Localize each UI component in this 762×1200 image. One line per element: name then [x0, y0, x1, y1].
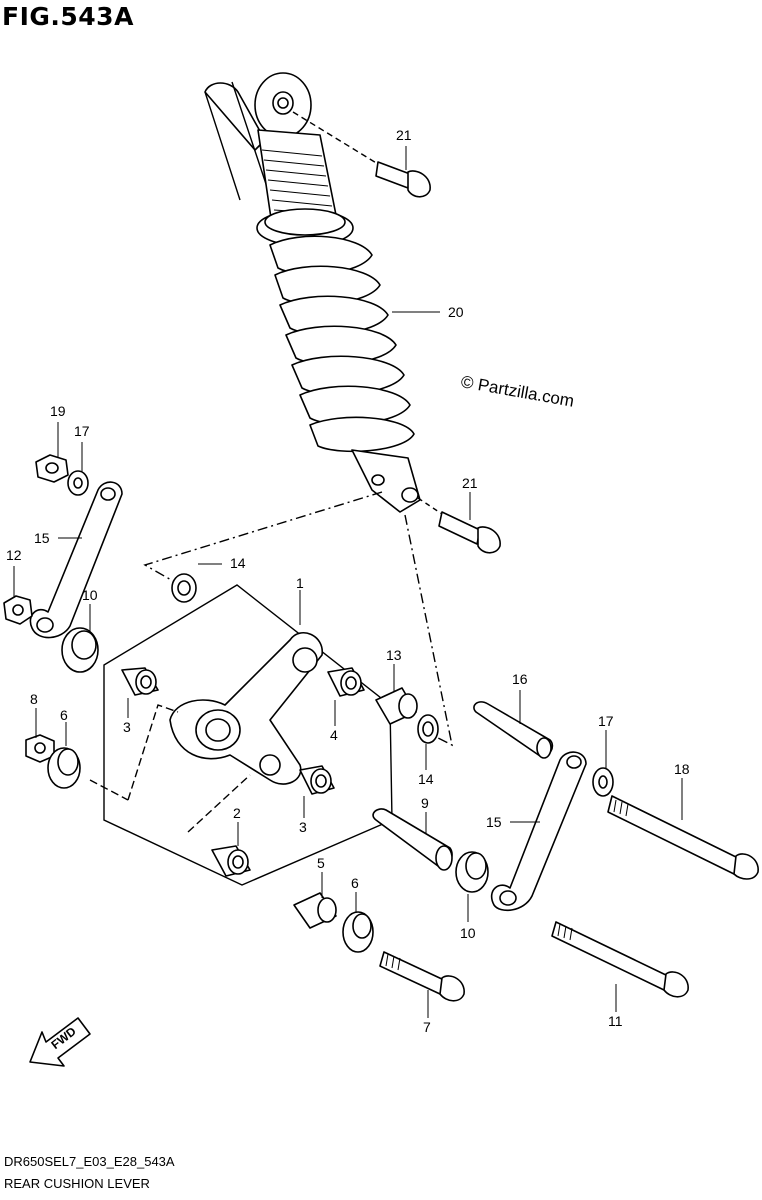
cushion-lever[interactable]: [169, 631, 323, 785]
callout-19: 19: [50, 403, 66, 419]
callout-4: 4: [330, 727, 338, 743]
bolt-11[interactable]: [551, 921, 689, 998]
spacer-13[interactable]: [375, 687, 418, 725]
bolt-21-upper[interactable]: [375, 161, 431, 198]
callout-20: 20: [448, 304, 464, 320]
washer-17-left[interactable]: [67, 470, 89, 496]
callout-7: 7: [423, 1019, 431, 1035]
washer-17-right[interactable]: [592, 767, 614, 797]
callout-9: 9: [421, 795, 429, 811]
nut-12[interactable]: [3, 595, 33, 625]
callout-17a: 17: [74, 423, 90, 439]
callout-14a: 14: [230, 555, 246, 571]
washer-14-left[interactable]: [171, 573, 197, 603]
callout-16: 16: [512, 671, 528, 687]
callout-18: 18: [674, 761, 690, 777]
callout-11: 11: [608, 1013, 623, 1029]
callout-13: 13: [386, 647, 402, 663]
rear-shock-absorber[interactable]: [204, 72, 421, 513]
callout-2: 2: [233, 805, 241, 821]
bushing-10-left[interactable]: [61, 627, 99, 673]
bushing-3-upper[interactable]: [121, 667, 159, 696]
nut-19[interactable]: [35, 454, 69, 483]
washer-6-right[interactable]: [342, 911, 374, 953]
bushing-4[interactable]: [327, 667, 365, 697]
washer-14-right[interactable]: [417, 714, 439, 744]
callout-15b: 15: [486, 814, 502, 830]
rod-15-right[interactable]: [490, 751, 587, 912]
callout-10a: 10: [82, 587, 98, 603]
leader-lines: [13, 146, 683, 1018]
nut-8[interactable]: [25, 734, 55, 763]
callout-1: 1: [296, 575, 304, 591]
figure-title: FIG.543A: [2, 2, 134, 31]
rod-15-left[interactable]: [29, 481, 123, 639]
callout-15a: 15: [34, 530, 50, 546]
figure-code: DR650SEL7_E03_E28_543A: [4, 1154, 175, 1169]
bolt-21-lower[interactable]: [438, 511, 501, 554]
callout-3b: 3: [299, 819, 307, 835]
spacer-5[interactable]: [293, 892, 337, 929]
fwd-arrow-icon: FWD: [29, 1017, 91, 1067]
callout-10b: 10: [460, 925, 476, 941]
bushing-3-lower[interactable]: [299, 765, 335, 795]
callout-8: 8: [30, 691, 38, 707]
figure-name: REAR CUSHION LEVER: [4, 1176, 150, 1191]
callout-21b: 21: [462, 475, 478, 491]
bushing-10-right[interactable]: [455, 851, 489, 893]
callouts: 21 20 19 17 21 15 12 14 1 10 13 16 3 4 8…: [6, 127, 690, 1035]
callout-12: 12: [6, 547, 22, 563]
callout-6b: 6: [351, 875, 359, 891]
bolt-7[interactable]: [379, 951, 465, 1002]
callout-3a: 3: [123, 719, 131, 735]
bolt-18[interactable]: [607, 795, 759, 880]
bushing-2[interactable]: [211, 845, 251, 877]
pin-9[interactable]: [372, 808, 453, 871]
pin-16[interactable]: [473, 701, 554, 759]
callout-14b: 14: [418, 771, 434, 787]
callout-21a: 21: [396, 127, 412, 143]
callout-17b: 17: [598, 713, 614, 729]
washer-6-left[interactable]: [47, 747, 81, 789]
callout-6a: 6: [60, 707, 68, 723]
callout-5: 5: [317, 855, 325, 871]
